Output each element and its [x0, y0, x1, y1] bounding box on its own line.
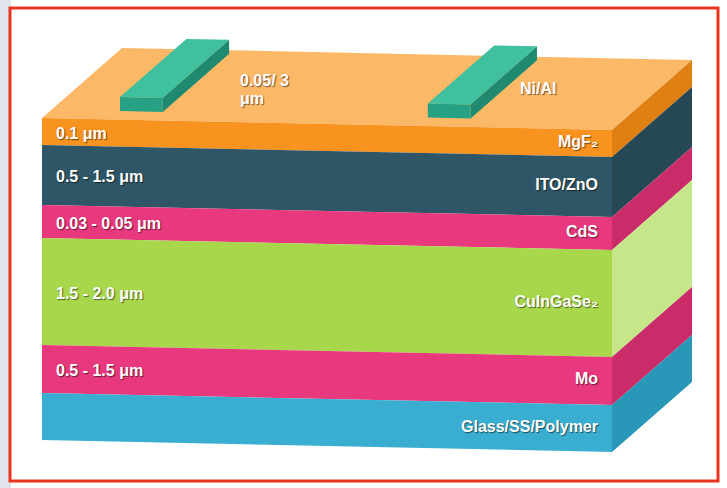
layer-name: CdS — [566, 223, 598, 241]
finger-front — [428, 104, 471, 119]
finger-top — [120, 39, 229, 98]
thickness-label: 0.5 - 1.5 μm — [56, 168, 143, 186]
layer-band: Glass/SS/Polymer — [42, 399, 612, 446]
layer-band: 0.1 μm MgF₂ — [42, 124, 612, 151]
layer-side — [612, 335, 692, 452]
contact-label: Ni/Al — [520, 80, 556, 98]
layer-name: Glass/SS/Polymer — [461, 418, 598, 436]
layer-band: 1.5 - 2.0 μm CuInGaSe₂ — [42, 244, 612, 351]
finger-dimension: 0.05/ 3 μm — [240, 72, 291, 107]
layer-name: CuInGaSe₂ — [514, 293, 598, 311]
layer-name: Mo — [575, 370, 598, 388]
layer-front — [42, 238, 612, 357]
contact-finger — [120, 39, 229, 112]
layer-name: ITO/ZnO — [535, 176, 598, 194]
layer-front — [42, 145, 612, 217]
thickness-label: 0.1 μm — [56, 125, 107, 143]
layer-band: 0.5 - 1.5 μm ITO/ZnO — [42, 151, 612, 211]
frame — [10, 8, 718, 481]
layer-band: 0.5 - 1.5 μm Mo — [42, 351, 612, 399]
thickness-label: 1.5 - 2.0 μm — [56, 285, 143, 303]
layer-name: MgF₂ — [558, 133, 598, 151]
thickness-label: 0.5 - 1.5 μm — [56, 362, 143, 380]
layer-band: 0.03 - 0.05 μm CdS — [42, 211, 612, 244]
thickness-label: 0.03 - 0.05 μm — [56, 215, 161, 233]
layer-front — [42, 393, 612, 452]
finger-front — [120, 97, 163, 112]
